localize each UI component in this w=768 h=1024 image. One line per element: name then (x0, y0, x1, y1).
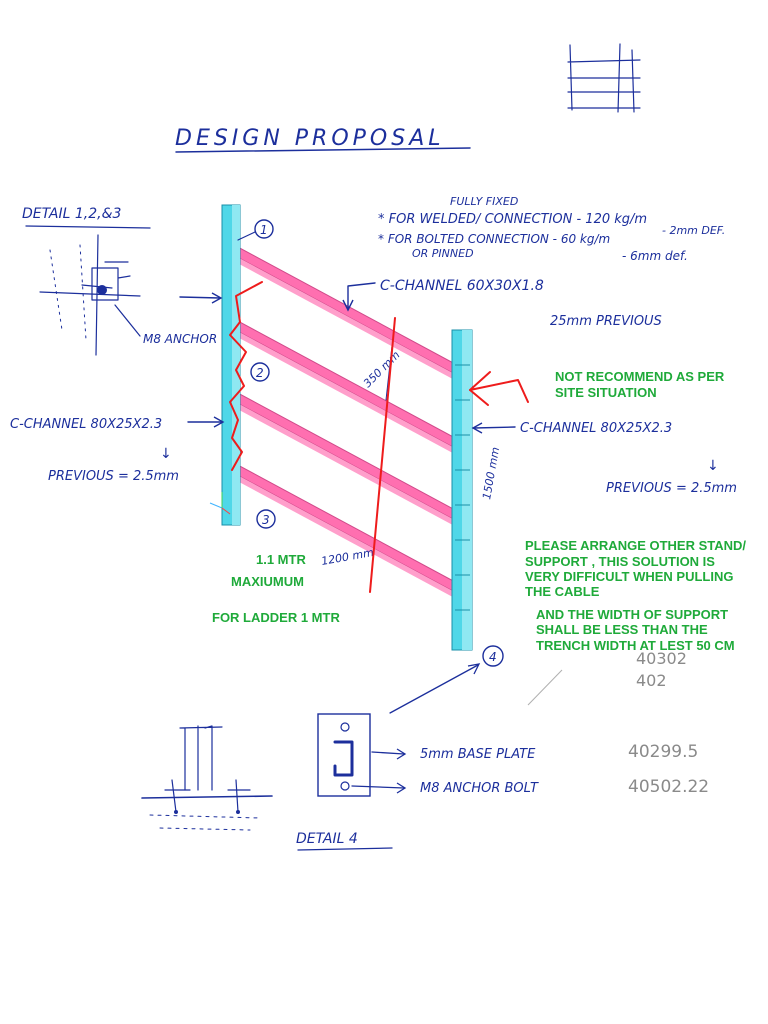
arrow-right-icon (211, 292, 223, 304)
pencil-number-1: 40302 (636, 649, 687, 668)
arrange-line-1: PLEASE ARRANGE OTHER STAND/ (525, 538, 746, 553)
anchor-bolt-label: M8 ANCHOR BOLT (420, 781, 539, 796)
arrow-down-mark: ↓ (707, 458, 719, 474)
rung-4-side (228, 470, 462, 602)
detail-4-label: DETAIL 4 (296, 831, 358, 847)
arrow-left-icon (471, 422, 483, 434)
arrange-line-3: VERY DIFFICULT WHEN PULLING (525, 569, 733, 584)
right-arrow (473, 426, 516, 429)
title-underline (175, 147, 471, 153)
pencil-stroke (527, 669, 563, 706)
detail-123-sketch (39, 234, 141, 356)
pencil-number-4: 40502.22 (628, 777, 709, 797)
left-post (221, 204, 241, 526)
previous-25-label: 25mm PREVIOUS (550, 314, 662, 329)
footing-sketch (141, 725, 273, 831)
not-recommend-line-1: NOT RECOMMEND AS PER (555, 369, 725, 384)
support-line-3: TRENCH WIDTH AT LEST 50 CM (536, 638, 735, 653)
welded-deflection-note: - 2mm DEF. (662, 224, 725, 237)
rung-1-side (228, 252, 462, 384)
support-line-1: AND THE WIDTH OF SUPPORT (536, 607, 728, 622)
previous-right-label: PREVIOUS = 2.5mm (606, 481, 737, 496)
red-zigzag (229, 281, 263, 471)
bolted-deflection-note: - 6mm def. (622, 249, 688, 263)
axis-indicator (209, 492, 231, 515)
c-channel-top-label: C-CHANNEL 60X30X1.8 (380, 278, 544, 294)
arrow-right-icon (396, 782, 407, 794)
arrow-right-icon (396, 748, 407, 760)
detail-123-label: DETAIL 1,2,&3 (22, 206, 121, 222)
marker-4: 4 (482, 645, 504, 667)
fully-fixed-note: FULLY FIXED (450, 195, 518, 208)
rung-2 (227, 319, 471, 453)
base-plate-sketch (317, 713, 371, 797)
marker-2: 2 (250, 362, 270, 382)
left-arrow-1 (179, 296, 221, 299)
width-value-note: 1.1 MTR (256, 552, 306, 567)
not-recommend-line-2: SITE SITUATION (555, 385, 657, 400)
dim-350-label: 350 mm (361, 348, 403, 390)
red-arrow-head (469, 389, 489, 406)
pinned-note: OR PINNED (412, 247, 474, 260)
arrow-right-icon (213, 416, 225, 428)
marker-4-leader (389, 664, 479, 714)
svg-text:1: 1 (260, 223, 268, 237)
rung-3-side (228, 398, 462, 530)
arrange-line-2: SUPPORT , THIS SOLUTION IS (525, 554, 715, 569)
anchor-bolt-leader (351, 785, 405, 789)
detail-123-underline (25, 225, 151, 229)
c-channel-right-label: C-CHANNEL 80X25X2.3 (520, 421, 672, 436)
right-post (451, 329, 473, 651)
pencil-number-2: 402 (636, 671, 667, 690)
base-plate-label: 5mm BASE PLATE (420, 747, 536, 762)
previous-left-label: PREVIOUS = 2.5mm (48, 469, 179, 484)
connection-notes: FULLY FIXED * FOR WELDED/ CONNECTION - 1… (378, 195, 725, 263)
rung-2-side (228, 326, 462, 458)
svg-text:3: 3 (262, 513, 270, 527)
c-channel-left-label: C-CHANNEL 80X25X2.3 (10, 417, 162, 432)
anchor-label: M8 ANCHOR (143, 332, 217, 346)
bolt-icon (97, 285, 107, 295)
red-markup (229, 281, 529, 593)
welded-connection-note: * FOR WELDED/ CONNECTION - 120 kg/m (378, 212, 647, 227)
ladder-rungs (227, 245, 471, 602)
pencil-number-3: 40299.5 (628, 742, 698, 762)
arrow-up-right-icon (467, 663, 481, 675)
arrow-down-mark: ↓ (160, 446, 172, 462)
dim-1500-label: 1500 mm (480, 446, 502, 500)
support-line-2: SHALL BE LESS THAN THE (536, 622, 708, 637)
top-right-sketch (567, 43, 641, 113)
width-max-note: MAXIUMUM (231, 574, 304, 589)
red-vertical-line (369, 317, 396, 593)
green-notes: NOT RECOMMEND AS PER SITE SITUATION 1.1 … (212, 369, 746, 653)
c-channel-top-leader (347, 282, 376, 309)
page-title: DESIGN PROPOSAL (175, 126, 445, 151)
rung-1 (227, 245, 471, 379)
red-callout-arrow (469, 371, 529, 403)
arrow-down-icon (342, 299, 354, 312)
dim-1200-label: 1200 mm (320, 546, 374, 568)
marker-1: 1 (237, 219, 274, 241)
base-plate-leader (371, 751, 405, 755)
svg-text:4: 4 (489, 650, 497, 664)
ladder-note: FOR LADDER 1 MTR (212, 610, 340, 625)
marker-3: 3 (256, 509, 276, 529)
svg-text:2: 2 (256, 366, 264, 380)
arrange-line-4: THE CABLE (525, 584, 600, 599)
rung-3 (227, 391, 471, 525)
detail-4-underline (297, 847, 393, 851)
bolted-connection-note: * FOR BOLTED CONNECTION - 60 kg/m (378, 232, 610, 246)
